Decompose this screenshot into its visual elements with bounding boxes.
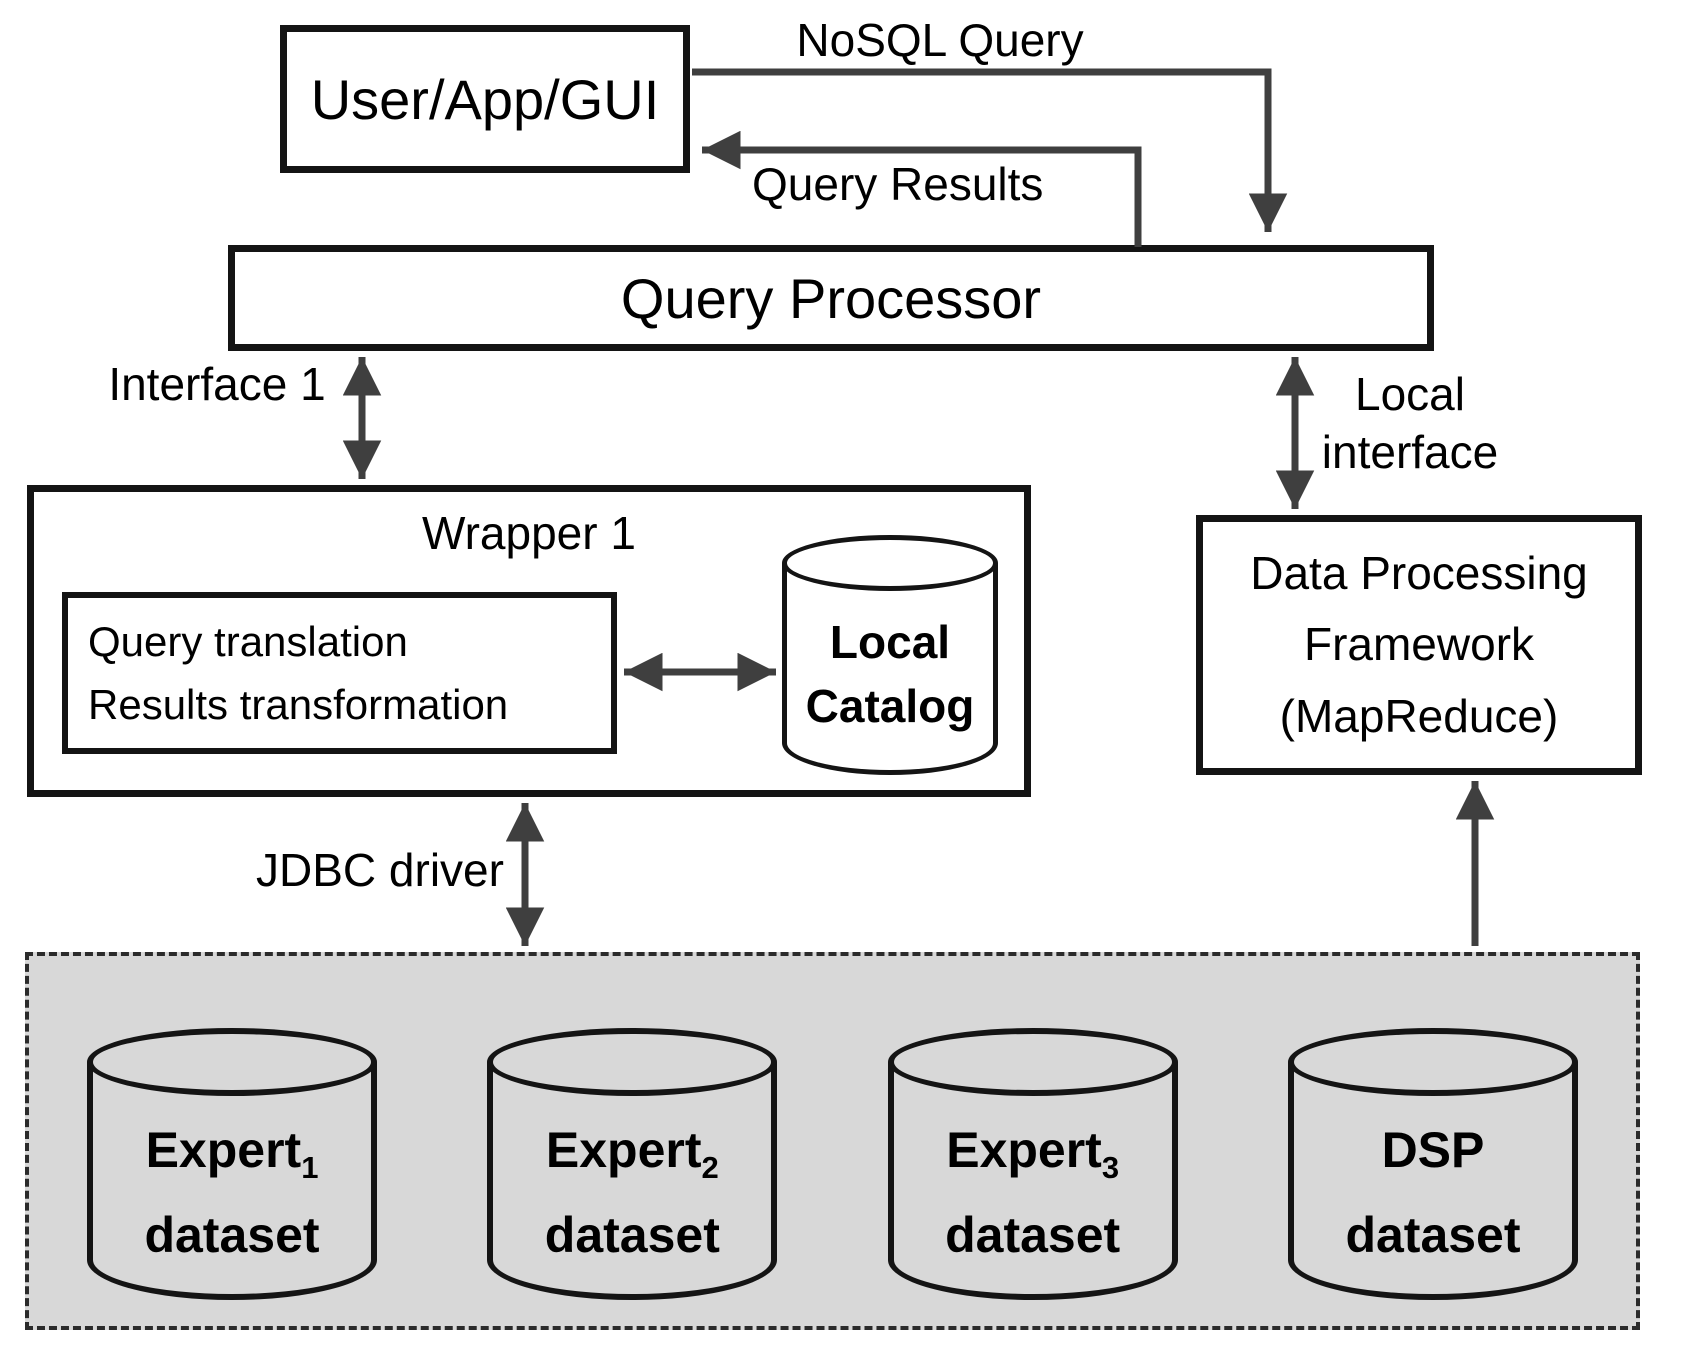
dpf-line3: (MapReduce) (1279, 689, 1559, 742)
dsp-dataset-label: DSP dataset (1345, 1121, 1521, 1263)
cylinder-top-icon (887, 1028, 1178, 1096)
query-processor-box: Query Processor (228, 245, 1434, 351)
cylinder-body (87, 1062, 377, 1300)
data-processing-framework-box: Data Processing Framework (MapReduce) (1196, 515, 1642, 775)
expert1-dataset-cylinder: Expert1 dataset (87, 1028, 377, 1300)
interface1-label: Interface 1 (108, 358, 326, 410)
cylinder-top-icon (782, 535, 998, 591)
translation-line2: Results transformation (88, 681, 509, 728)
datasets-area: Expert1 dataset Expert2 dataset Expert3 … (25, 952, 1640, 1330)
cylinder-body (887, 1062, 1178, 1300)
user-app-gui-label: User/App/GUI (310, 67, 660, 131)
cylinder-body (782, 563, 998, 775)
query-processor-label: Query Processor (620, 266, 1042, 330)
expert2-dataset-cylinder: Expert2 dataset (487, 1028, 778, 1300)
local-interface-label: Local interface (1321, 368, 1499, 478)
query-results-label: Query Results (752, 158, 1044, 210)
dsp-dataset-cylinder: DSP dataset (1287, 1028, 1578, 1300)
dpf-line1: Data Processing (1250, 547, 1588, 600)
expert1-dataset-label: Expert1 dataset (144, 1121, 320, 1263)
expert2-dataset-label: Expert2 dataset (544, 1121, 720, 1263)
expert3-dataset-cylinder: Expert3 dataset (887, 1028, 1178, 1300)
cylinder-top-icon (1287, 1028, 1578, 1096)
jdbc-driver-label: JDBC driver (256, 844, 504, 896)
cylinder-top-icon (87, 1028, 377, 1096)
cylinder-body (1287, 1062, 1578, 1300)
nosql-query-label: NoSQL Query (796, 14, 1084, 66)
local-catalog-label: Local Catalog (805, 616, 975, 732)
cylinder-top-icon (487, 1028, 778, 1096)
expert3-dataset-label: Expert3 dataset (945, 1121, 1121, 1263)
translation-box: Query translation Results transformation (62, 592, 617, 754)
dpf-line2: Framework (1303, 618, 1535, 671)
wrapper-title: Wrapper 1 (422, 507, 636, 559)
local-catalog-cylinder: Local Catalog (782, 535, 998, 775)
cylinder-body (487, 1062, 778, 1300)
translation-line1: Query translation (88, 618, 408, 665)
user-app-gui-box: User/App/GUI (280, 25, 690, 173)
